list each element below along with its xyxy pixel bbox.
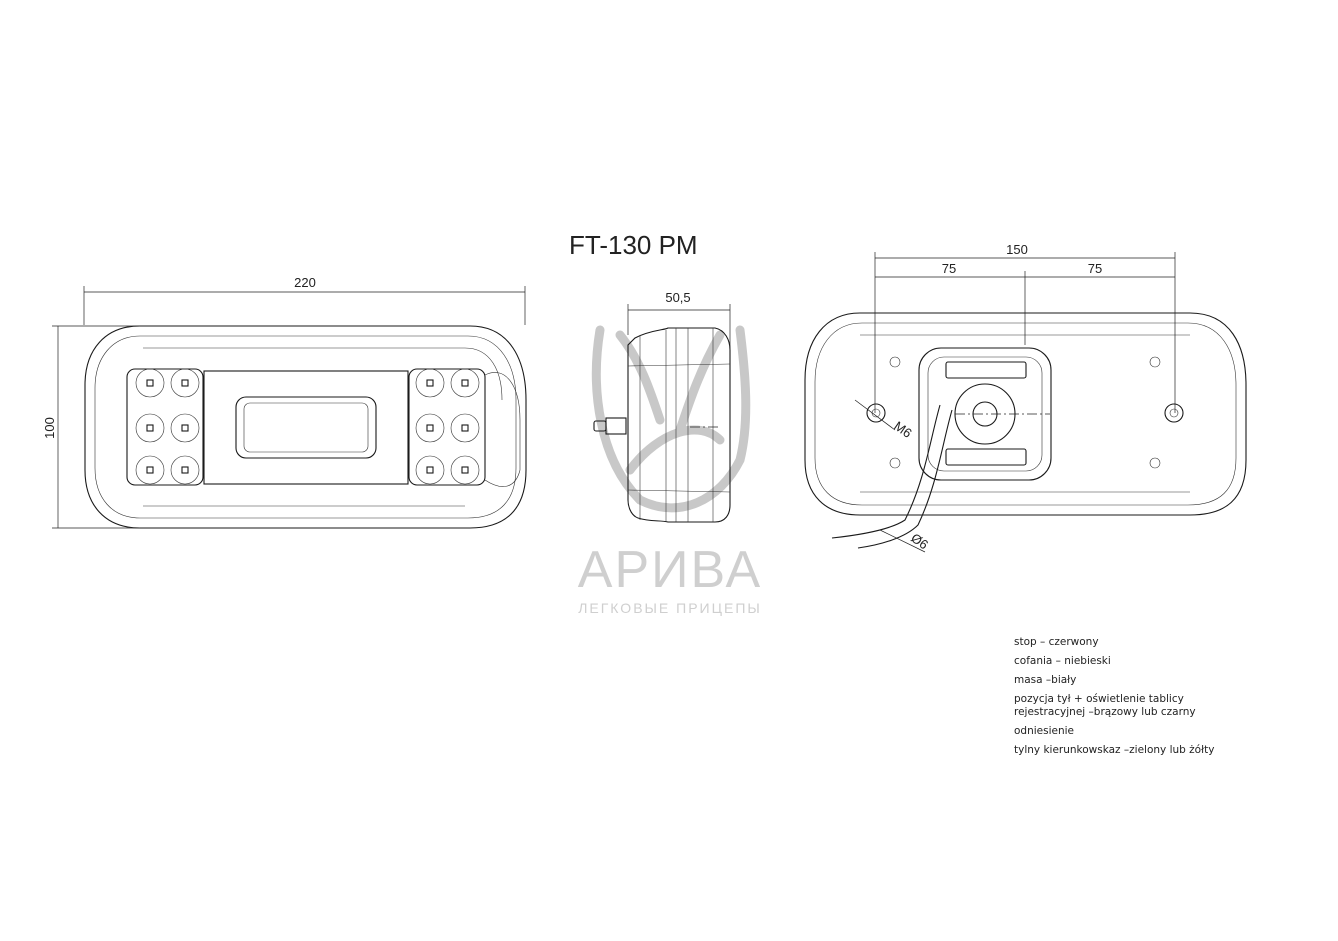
led-chip	[426, 466, 434, 474]
legend-item: stop – czerwony	[1014, 636, 1099, 648]
legend-item: tylny kierunkowskaz –zielony lub żółty	[1014, 744, 1215, 756]
led-chip	[181, 424, 189, 432]
led-cell	[170, 368, 200, 398]
led-cell	[170, 413, 200, 443]
legend-item: odniesienie	[1014, 725, 1075, 737]
legend-item: cofania – niebieski	[1014, 655, 1111, 667]
front-height-dimension: 100	[42, 325, 140, 529]
led-cell	[135, 413, 165, 443]
led-chip	[426, 424, 434, 432]
watermark-tagline: ЛЕГКОВЫЕ ПРИЦЕПЫ	[578, 600, 762, 616]
wiring-legend: stop – czerwony cofania – niebieski masa…	[1014, 636, 1254, 763]
led-cell	[135, 455, 165, 485]
led-cell	[415, 455, 445, 485]
back-view: M6 Ø6	[804, 312, 1247, 552]
led-cell	[450, 368, 480, 398]
back-total-label: 150	[1006, 242, 1028, 257]
front-width-dimension: 220	[83, 275, 526, 325]
led-chip	[461, 379, 469, 387]
legend-item: masa –biały	[1014, 674, 1077, 686]
front-height-label: 100	[42, 417, 57, 439]
bolt-size-label: M6	[891, 418, 914, 441]
led-cell	[450, 413, 480, 443]
led-chip	[146, 424, 154, 432]
legend-item: pozycja tył + oświetlenie tablicy rejest…	[1014, 693, 1196, 718]
led-chip	[146, 379, 154, 387]
side-view	[593, 327, 731, 523]
side-depth-dimension: 50,5	[627, 290, 731, 350]
led-chip	[181, 466, 189, 474]
led-cell	[450, 455, 480, 485]
drawing-title: FT-130 PM	[569, 230, 698, 260]
back-right-label: 75	[1088, 261, 1102, 276]
watermark-brand: АРИВА	[577, 541, 763, 599]
led-cell	[135, 368, 165, 398]
front-view	[84, 325, 527, 529]
cable-diameter-label: Ø6	[908, 530, 931, 552]
watermark-logo-icon	[591, 325, 751, 513]
led-chip	[146, 466, 154, 474]
led-chip	[181, 379, 189, 387]
led-chip	[461, 424, 469, 432]
back-dimensions: 150 75 75	[874, 242, 1176, 413]
side-depth-label: 50,5	[665, 290, 690, 305]
led-chip	[426, 379, 434, 387]
front-width-label: 220	[294, 275, 316, 290]
led-cell	[415, 368, 445, 398]
back-left-label: 75	[942, 261, 956, 276]
led-cell	[170, 455, 200, 485]
led-chip	[461, 466, 469, 474]
led-cell	[415, 413, 445, 443]
